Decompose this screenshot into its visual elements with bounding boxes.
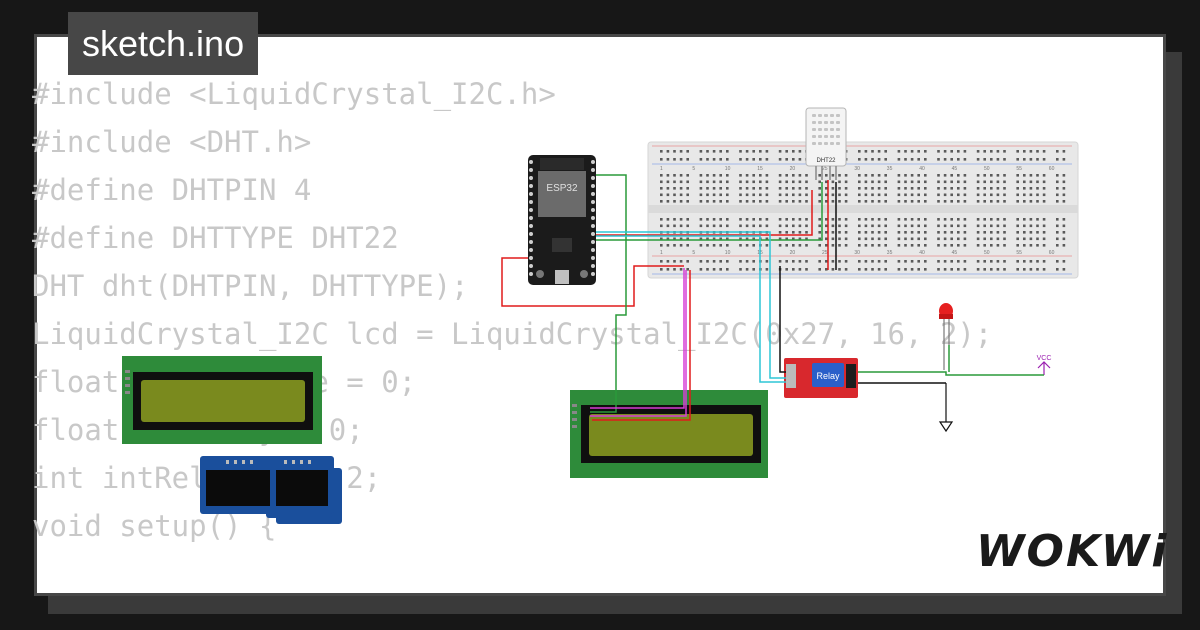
wokwi-logo: WOKWi: [976, 526, 1169, 577]
breadboard-column-number: 35: [887, 166, 893, 172]
breadboard-column-number: 30: [854, 250, 860, 256]
breadboard-column-number: 40: [919, 166, 925, 172]
wires: [501, 174, 1044, 421]
breadboard-column-number: 15: [757, 166, 763, 172]
breadboard-holes: [660, 150, 1066, 271]
breadboard-column-number: 25: [822, 166, 828, 172]
lcd-display-center: [570, 390, 768, 478]
breadboard-column-number: 60: [1049, 250, 1055, 256]
breadboard-column-number: 50: [984, 250, 990, 256]
breadboard-column-number: 35: [887, 250, 893, 256]
lcd-display-left: [122, 356, 322, 444]
esp32-board: ESP32: [528, 155, 596, 285]
breadboard-column-number: 5: [692, 166, 695, 172]
oled-displays: [200, 456, 342, 524]
breadboard-column-number: 1: [660, 166, 663, 172]
breadboard-column-number: 55: [1016, 166, 1022, 172]
breadboard-column-number: 50: [984, 166, 990, 172]
breadboard-column-number: 10: [725, 250, 731, 256]
dht22-sensor: DHT22: [805, 107, 847, 180]
breadboard-column-number: 60: [1049, 166, 1055, 172]
relay-label: Relay: [816, 371, 840, 381]
breadboard-column-number: 10: [725, 166, 731, 172]
breadboard-column-number: 30: [854, 166, 860, 172]
breadboard-column-number: 1: [660, 250, 663, 256]
code-line: #include <LiquidCrystal_I2C.h>: [32, 77, 556, 111]
ground-symbol: [938, 383, 954, 433]
breadboard-column-number: 25: [822, 250, 828, 256]
breadboard-column-number: 45: [952, 250, 958, 256]
code-line: #include <DHT.h>: [32, 125, 312, 159]
breadboard-column-number: 40: [919, 250, 925, 256]
breadboard-column-numbers: 1155101015152020252530303535404045455050…: [660, 166, 1055, 256]
code-line: DHT dht(DHTPIN, DHTTYPE);: [32, 269, 469, 303]
breadboard-column-number: 20: [790, 250, 796, 256]
code-line: #define DHTPIN 4: [32, 173, 312, 207]
code-editor-preview: #include <LiquidCrystal_I2C.h> #include <…: [32, 70, 992, 598]
esp32-pins: [529, 160, 595, 276]
vcc-label: VCC: [1037, 355, 1052, 362]
vcc-symbol: VCC: [1037, 355, 1052, 375]
breadboard: 1155101015152020252530303535404045455050…: [647, 141, 1079, 279]
led-red: [939, 303, 953, 370]
breadboard-column-number: 20: [790, 166, 796, 172]
relay-module: Relay: [784, 358, 858, 398]
breadboard-column-number: 5: [692, 250, 695, 256]
esp32-label: ESP32: [546, 183, 578, 194]
file-tab[interactable]: sketch.ino: [68, 12, 259, 75]
dht22-label: DHT22: [816, 158, 836, 164]
breadboard-column-number: 55: [1016, 250, 1022, 256]
dht22-grill: [812, 114, 840, 145]
code-line: #define DHTTYPE DHT22: [32, 221, 399, 255]
code-line: LiquidCrystal_I2C lcd = LiquidCrystal_I2…: [32, 317, 993, 351]
breadboard-column-number: 45: [952, 166, 958, 172]
